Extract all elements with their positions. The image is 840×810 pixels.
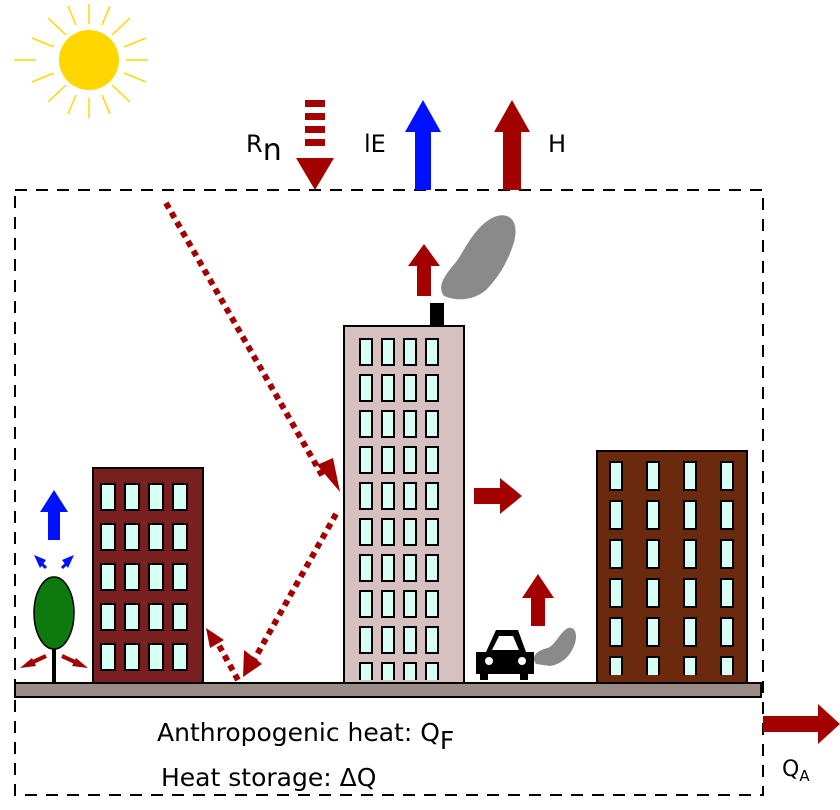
left-building-windows [98,480,194,680]
car-heat-arrow [522,574,554,626]
evapotranspiration-arrow [40,490,68,540]
advection-label: QA [782,757,810,785]
transpiration-small-arrows [34,555,74,570]
control-volume-boundary [14,189,764,796]
sensible-heat-arrow [494,100,530,190]
exhaust-smoke-icon [533,627,576,666]
ground-surface [14,682,762,698]
incoming-radiation-ray [163,201,326,479]
tall-building-windows [356,336,444,680]
reflected-radiation-arrowhead [243,650,262,677]
incoming-radiation-arrowhead [317,458,340,492]
sensible-heat-label: H [548,130,566,158]
tree-icon [33,576,75,683]
anthropogenic-heat-label: Anthropogenic heat: QF [157,718,454,755]
advection-arrow [763,704,840,744]
ground-emission-arrowhead [206,628,224,648]
chimney [430,303,444,326]
ground-emission-ray [213,638,241,682]
right-building-windows [600,460,748,675]
reflected-radiation-ray [251,512,339,662]
heat-storage-label: Heat storage: ΔQ [161,763,376,792]
sun-icon [14,4,148,118]
smoke-cloud-icon [441,215,516,300]
net-radiation-label: Rn [246,130,282,168]
car-icon [476,630,534,680]
building-heat-arrow [474,478,522,514]
latent-heat-arrow [405,100,441,190]
tree-ground-heat-arrows [20,654,88,668]
latent-heat-label: lE [364,130,386,158]
net-radiation-arrow [296,100,334,190]
chimney-heat-arrow [408,244,440,296]
